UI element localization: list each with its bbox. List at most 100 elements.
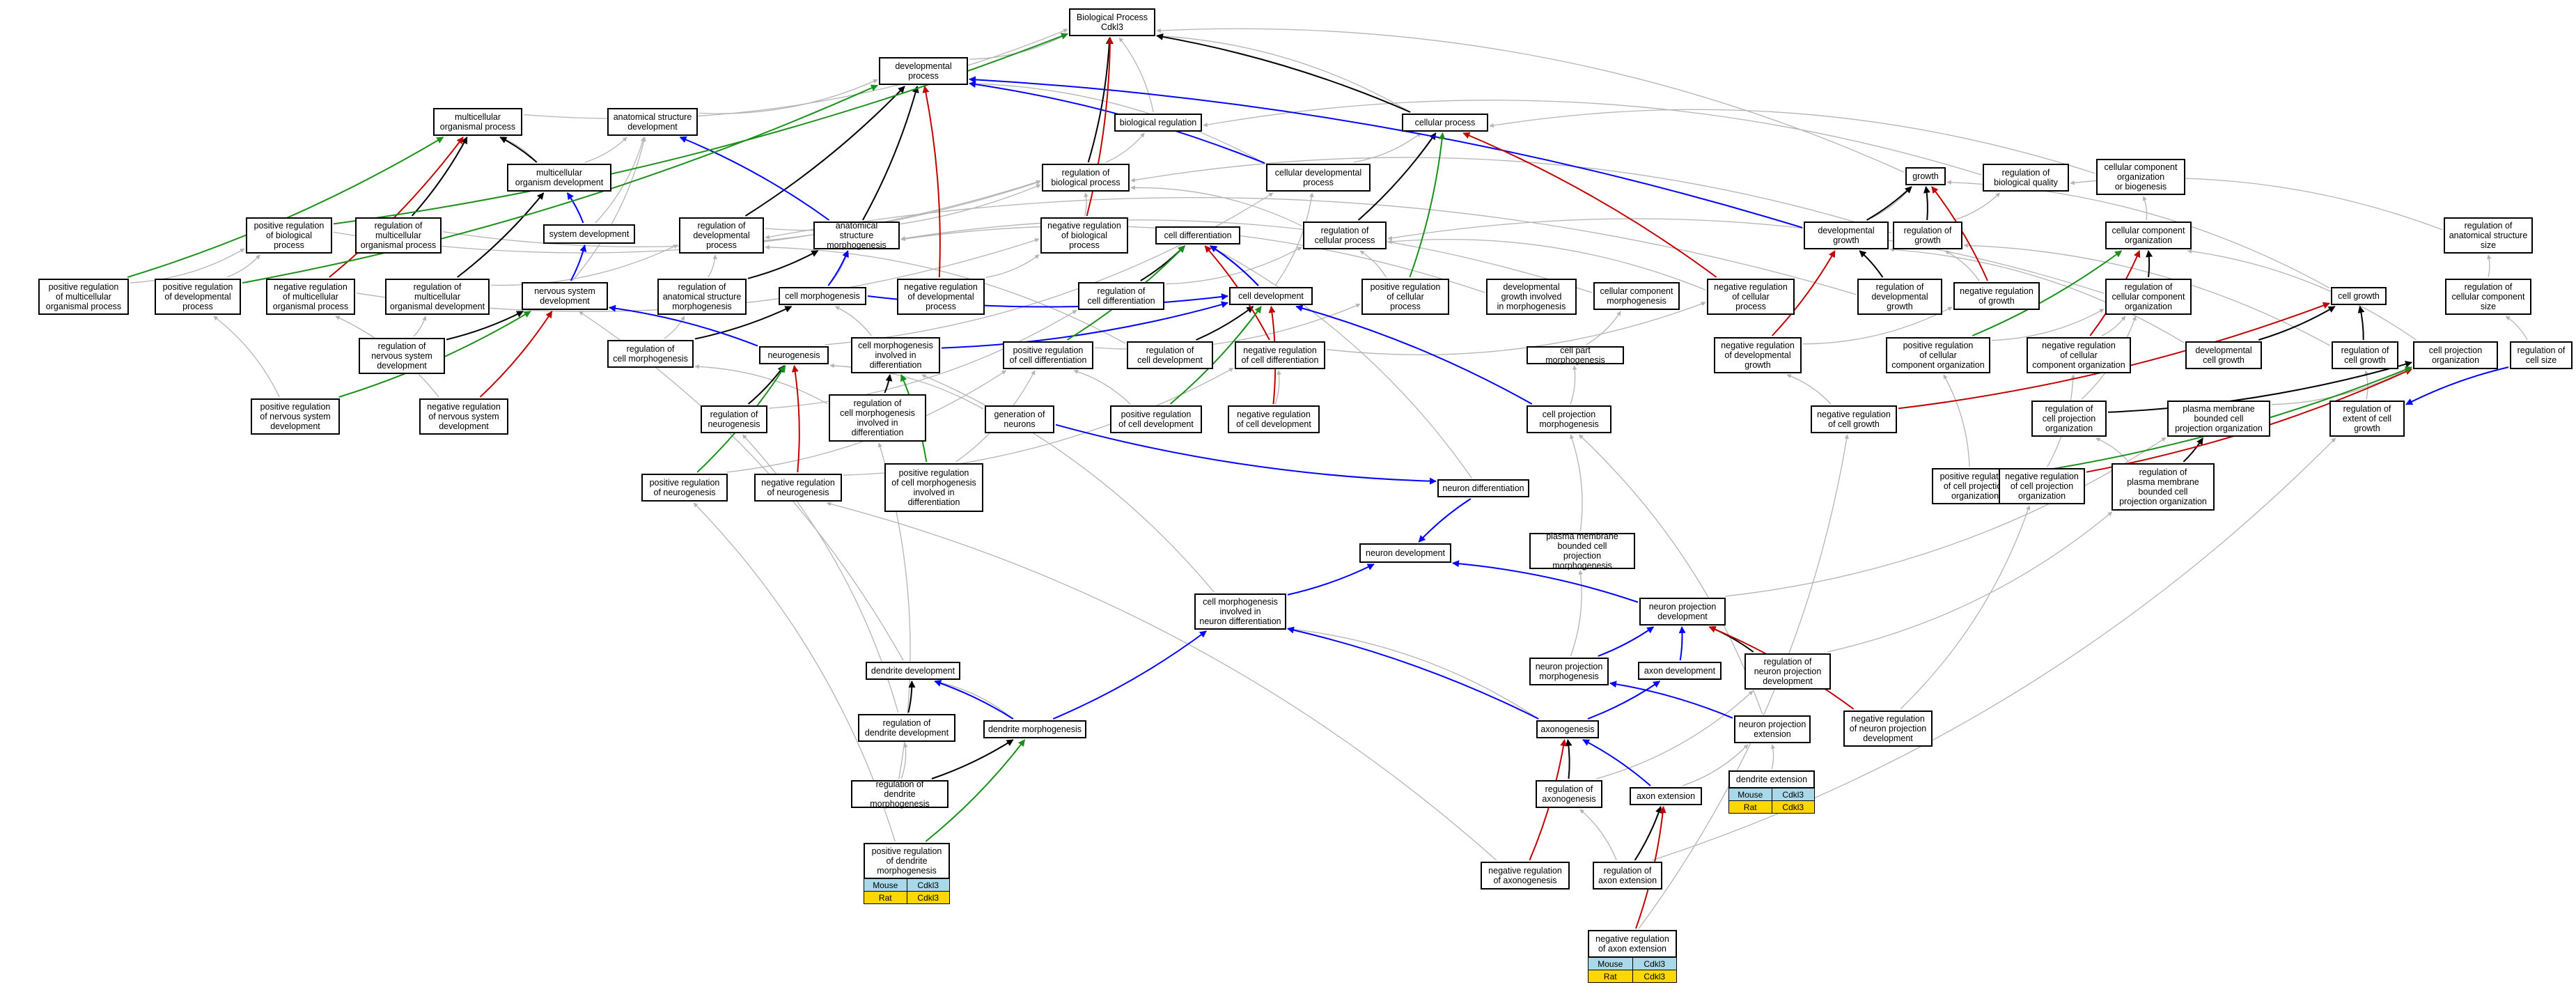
node-axext[interactable]: axon extension — [1630, 787, 1702, 805]
node-dendev[interactable]: dendrite development — [866, 662, 960, 680]
node-rgrowth[interactable]: regulation of growth — [1893, 222, 1962, 249]
node-dgim[interactable]: developmental growth involved in morphog… — [1486, 279, 1577, 315]
node-rcs[interactable]: regulation of cell size — [2510, 341, 2573, 369]
node-asm[interactable]: anatomical structure morphogenesis — [813, 221, 900, 250]
node-rdenm[interactable]: regulation of dendrite morphogenesis — [851, 779, 949, 809]
node-prnsd[interactable]: positive regulation of nervous system de… — [251, 398, 340, 435]
node-neurdev[interactable]: neuron development — [1359, 543, 1451, 563]
node-cm[interactable]: cell morphogenesis — [779, 287, 866, 305]
node-mop[interactable]: multicellular organismal process — [433, 108, 522, 136]
node-prcd[interactable]: positive regulation of cell differentiat… — [1003, 341, 1093, 369]
node-celldiff[interactable]: cell differentiation — [1155, 226, 1240, 244]
node-dcg[interactable]: developmental cell growth — [2185, 341, 2262, 369]
node-nrcco[interactable]: negative regulation of cellular componen… — [2027, 337, 2131, 373]
node-npd[interactable]: neuron projection development — [1639, 598, 1726, 626]
node-nrcp[interactable]: negative regulation of cellular process — [1707, 279, 1795, 315]
node-breg[interactable]: biological regulation — [1114, 114, 1202, 132]
node-nrbp[interactable]: negative regulation of biological proces… — [1040, 217, 1128, 254]
node-prneuro[interactable]: positive regulation of neurogenesis — [641, 474, 728, 502]
node-cp[interactable]: cellular process — [1402, 114, 1488, 132]
node-rcdev[interactable]: regulation of cell development — [1127, 341, 1213, 369]
node-dev[interactable]: developmental process — [879, 57, 968, 85]
node-prcdev[interactable]: positive regulation of cell development — [1110, 405, 1202, 433]
node-neurdiff[interactable]: neuron differentiation — [1437, 479, 1529, 497]
node-neurogenesis[interactable]: neurogenesis — [759, 346, 829, 364]
node-prcco[interactable]: positive regulation of cellular componen… — [1886, 337, 1990, 373]
node-pmbcpo[interactable]: plasma membrane bounded cell projection … — [2167, 401, 2270, 437]
node-rbq[interactable]: regulation of biological quality — [1983, 164, 2069, 192]
node-npe[interactable]: neuron projection extension — [1734, 715, 1811, 743]
node-rcpo[interactable]: regulation of cell projection organizati… — [2031, 401, 2107, 437]
node-axdev[interactable]: axon development — [1638, 662, 1722, 680]
node-cco[interactable]: cellular component organization — [2105, 222, 2192, 249]
node-rccs[interactable]: regulation of cellular component size — [2445, 279, 2531, 315]
node-nrmop[interactable]: negative regulation of multicellular org… — [266, 279, 355, 315]
node-nraxgen[interactable]: negative regulation of axonogenesis — [1481, 862, 1570, 890]
node-cellgrowth[interactable]: cell growth — [2331, 287, 2387, 305]
node-nrcdev[interactable]: negative regulation of cell development — [1228, 405, 1320, 433]
node-raxext[interactable]: regulation of axon extension — [1593, 862, 1662, 890]
edge-prcco-to-rcco — [1991, 309, 2105, 341]
node-rcd[interactable]: regulation of cell differentiation — [1078, 282, 1164, 310]
node-rmop[interactable]: regulation of multicellular organismal p… — [355, 217, 442, 254]
node-growth[interactable]: growth — [1905, 167, 1946, 185]
node-genneur[interactable]: generation of neurons — [985, 405, 1054, 433]
node-prcmid[interactable]: positive regulation of cell morphogenesi… — [884, 463, 983, 512]
node-rcco[interactable]: regulation of cellular component organiz… — [2105, 279, 2192, 315]
node-asd[interactable]: anatomical structure development — [607, 108, 698, 136]
node-rdg[interactable]: regulation of developmental growth — [1857, 279, 1942, 315]
node-pmbcpm[interactable]: plasma membrane bounded cell projection … — [1529, 531, 1635, 570]
node-nrcpo[interactable]: negative regulation of cell projection o… — [1999, 468, 2085, 504]
node-prmop[interactable]: positive regulation of multicellular org… — [38, 279, 129, 315]
node-rass[interactable]: regulation of anatomical structure size — [2444, 217, 2533, 254]
node-nrneuro[interactable]: negative regulation of neurogenesis — [754, 474, 842, 502]
node-cpo[interactable]: cell projection organization — [2413, 341, 2498, 369]
node-cpm[interactable]: cell part morphogenesis — [1527, 345, 1624, 365]
node-cdp[interactable]: cellular developmental process — [1266, 164, 1371, 192]
gene-cell: Cdkl3 — [1771, 800, 1815, 814]
node-bp[interactable]: Biological Process Cdkl3 — [1069, 8, 1155, 36]
node-prdenm[interactable]: positive regulation of dendrite morphoge… — [864, 843, 950, 879]
node-nrcd[interactable]: negative regulation of cell differentiat… — [1235, 341, 1325, 369]
node-npm[interactable]: neuron projection morphogenesis — [1529, 658, 1609, 685]
node-rcm[interactable]: regulation of cell morphogenesis — [607, 340, 694, 368]
node-nrg[interactable]: negative regulation of growth — [1953, 282, 2040, 310]
node-nrcg[interactable]: negative regulation of cell growth — [1811, 405, 1897, 433]
node-nraxext[interactable]: negative regulation of axon extension — [1588, 930, 1677, 958]
node-cprojm[interactable]: cell projection morphogenesis — [1527, 405, 1611, 433]
node-rdp[interactable]: regulation of developmental process — [679, 217, 764, 254]
node-denm[interactable]: dendrite morphogenesis — [983, 720, 1086, 738]
node-nsd[interactable]: nervous system development — [522, 282, 608, 310]
node-rmod[interactable]: regulation of multicellular organismal d… — [385, 279, 490, 315]
node-nrnsd[interactable]: negative regulation of nervous system de… — [419, 398, 508, 435]
node-ccob[interactable]: cellular component organization or bioge… — [2096, 159, 2185, 195]
node-rcp[interactable]: regulation of cellular process — [1303, 222, 1387, 249]
node-rdendev[interactable]: regulation of dendrite development — [858, 714, 955, 742]
node-dext[interactable]: dendrite extension — [1728, 770, 1815, 789]
node-rasm[interactable]: regulation of anatomical structure morph… — [657, 279, 747, 315]
node-cmid[interactable]: cell morphogenesis involved in different… — [851, 337, 940, 373]
edge-cco-to-ccob — [2142, 196, 2148, 221]
node-regbp[interactable]: regulation of biological process — [1042, 164, 1130, 192]
node-nrdg[interactable]: negative regulation of developmental gro… — [1714, 337, 1802, 373]
node-rneuro[interactable]: regulation of neurogenesis — [701, 405, 767, 433]
node-prdp[interactable]: positive regulation of developmental pro… — [155, 279, 241, 315]
node-mod[interactable]: multicellular organism development — [507, 164, 611, 192]
node-prbp[interactable]: positive regulation of biological proces… — [246, 217, 332, 254]
node-devgrowth[interactable]: developmental growth — [1804, 222, 1889, 249]
node-rpmbcpo[interactable]: regulation of plasma membrane bounded ce… — [2111, 463, 2215, 511]
node-rnpd[interactable]: regulation of neuron projection developm… — [1744, 653, 1831, 690]
node-cmind[interactable]: cell morphogenesis involved in neuron di… — [1194, 593, 1286, 630]
node-ccm[interactable]: cellular component morphogenesis — [1593, 282, 1680, 310]
node-rcg[interactable]: regulation of cell growth — [2332, 341, 2398, 369]
node-rcmid[interactable]: regulation of cell morphogenesis involve… — [829, 394, 926, 442]
node-axgen[interactable]: axonogenesis — [1536, 720, 1599, 738]
node-celldev[interactable]: cell development — [1229, 287, 1313, 305]
node-sysdev[interactable]: system development — [543, 224, 635, 244]
node-nrdp[interactable]: negative regulation of developmental pro… — [897, 279, 985, 315]
node-nrnpd[interactable]: negative regulation of neuron projection… — [1843, 710, 1933, 747]
node-rnsd[interactable]: regulation of nervous system development — [359, 338, 445, 374]
node-raxgen[interactable]: regulation of axonogenesis — [1536, 780, 1602, 808]
node-prcp[interactable]: positive regulation of cellular process — [1361, 279, 1449, 315]
node-rexcg[interactable]: regulation of extent of cell growth — [2329, 401, 2405, 437]
